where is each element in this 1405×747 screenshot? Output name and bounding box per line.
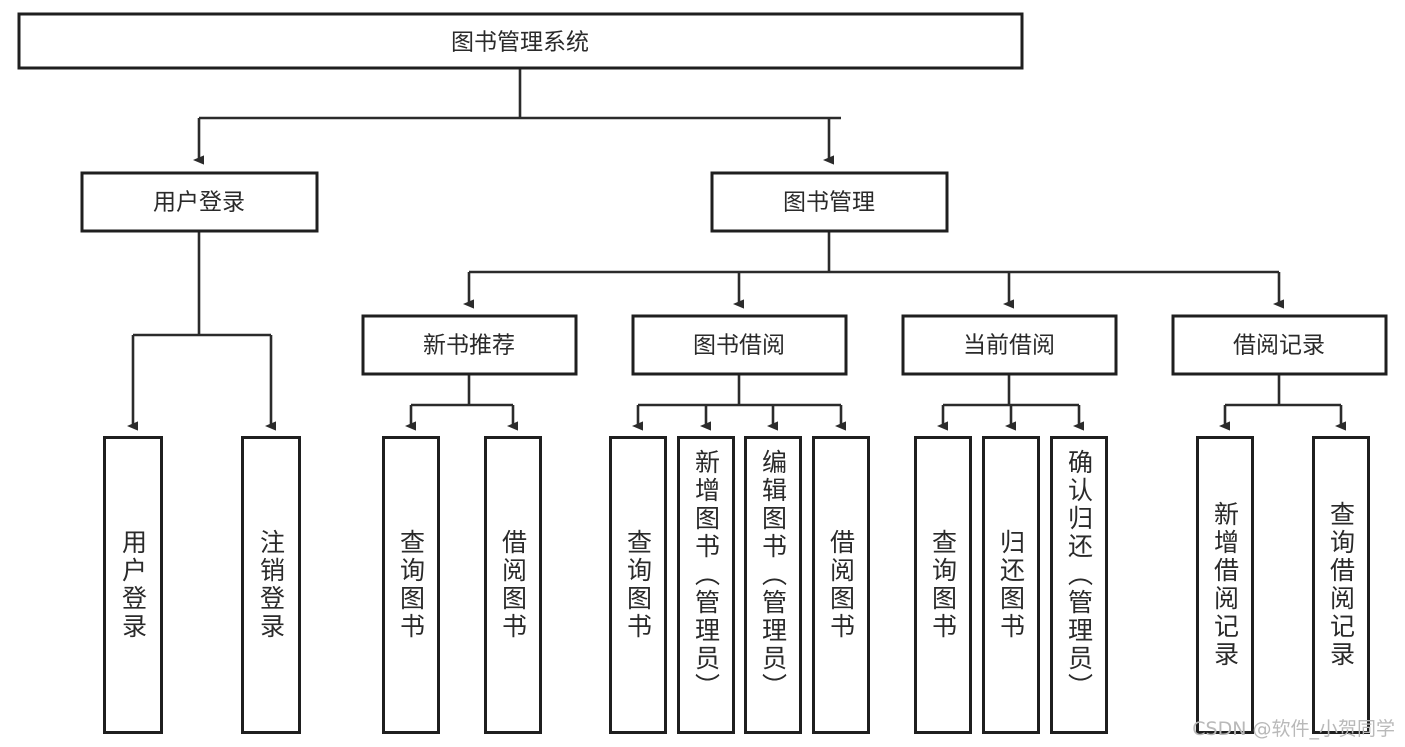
node-leaf-query-record-label: 查询借阅记录 bbox=[1326, 501, 1356, 669]
connector-bookborrow-to-leaves bbox=[632, 375, 846, 431]
node-leaf-query-book-3[interactable]: 查询图书 bbox=[914, 436, 972, 734]
connector-userlogin-to-leaves bbox=[127, 232, 276, 431]
node-leaf-edit-book[interactable]: 编辑图书（管理员） bbox=[744, 436, 802, 734]
node-leaf-confirm-return[interactable]: 确认归还（管理员） bbox=[1050, 436, 1108, 734]
node-book-borrow-label: 图书借阅 bbox=[693, 333, 785, 359]
node-root[interactable]: 图书管理系统 bbox=[17, 12, 1024, 70]
node-user-login-label: 用户登录 bbox=[153, 190, 245, 216]
node-book-borrow[interactable]: 图书借阅 bbox=[631, 314, 848, 376]
node-leaf-query-book-2[interactable]: 查询图书 bbox=[609, 436, 667, 734]
node-leaf-user-login[interactable]: 用户登录 bbox=[103, 436, 163, 734]
node-leaf-borrow-book-1[interactable]: 借阅图书 bbox=[484, 436, 542, 734]
node-borrow-record-label: 借阅记录 bbox=[1233, 333, 1325, 359]
node-leaf-query-book-1-label: 查询图书 bbox=[396, 529, 426, 641]
node-new-book-rec-label: 新书推荐 bbox=[423, 333, 515, 359]
node-leaf-add-book-label: 新增图书（管理员） bbox=[691, 449, 721, 701]
connector-bookmanage-to-level3 bbox=[463, 232, 1284, 309]
node-leaf-query-book-2-label: 查询图书 bbox=[623, 529, 653, 641]
node-borrow-record[interactable]: 借阅记录 bbox=[1171, 314, 1388, 376]
node-leaf-borrow-book-1-label: 借阅图书 bbox=[498, 529, 528, 641]
connector-newbook-to-leaves bbox=[405, 375, 518, 431]
node-leaf-borrow-book-2[interactable]: 借阅图书 bbox=[812, 436, 870, 734]
node-new-book-rec[interactable]: 新书推荐 bbox=[361, 314, 578, 376]
node-book-manage-label: 图书管理 bbox=[783, 190, 875, 216]
node-leaf-query-book-3-label: 查询图书 bbox=[928, 529, 958, 641]
node-user-login[interactable]: 用户登录 bbox=[80, 171, 319, 233]
node-current-borrow[interactable]: 当前借阅 bbox=[901, 314, 1118, 376]
node-leaf-add-record-label: 新增借阅记录 bbox=[1210, 501, 1240, 669]
node-leaf-logout[interactable]: 注销登录 bbox=[241, 436, 301, 734]
node-leaf-logout-label: 注销登录 bbox=[256, 529, 286, 641]
node-leaf-add-book[interactable]: 新增图书（管理员） bbox=[677, 436, 735, 734]
node-current-borrow-label: 当前借阅 bbox=[963, 333, 1055, 359]
connector-root-to-level2 bbox=[193, 68, 841, 165]
node-leaf-borrow-book-2-label: 借阅图书 bbox=[826, 529, 856, 641]
connector-currentborrow-to-leaves bbox=[937, 375, 1084, 431]
node-leaf-user-login-label: 用户登录 bbox=[118, 529, 148, 641]
node-leaf-add-record[interactable]: 新增借阅记录 bbox=[1196, 436, 1254, 734]
node-root-label: 图书管理系统 bbox=[451, 30, 589, 56]
node-leaf-edit-book-label: 编辑图书（管理员） bbox=[758, 449, 788, 701]
node-leaf-return-book[interactable]: 归还图书 bbox=[982, 436, 1040, 734]
node-book-manage[interactable]: 图书管理 bbox=[710, 171, 949, 233]
node-leaf-query-record[interactable]: 查询借阅记录 bbox=[1312, 436, 1370, 734]
node-leaf-confirm-return-label: 确认归还（管理员） bbox=[1064, 449, 1094, 701]
node-leaf-return-book-label: 归还图书 bbox=[996, 529, 1026, 641]
connector-borrowrecord-to-leaves bbox=[1219, 375, 1346, 431]
node-leaf-query-book-1[interactable]: 查询图书 bbox=[382, 436, 440, 734]
